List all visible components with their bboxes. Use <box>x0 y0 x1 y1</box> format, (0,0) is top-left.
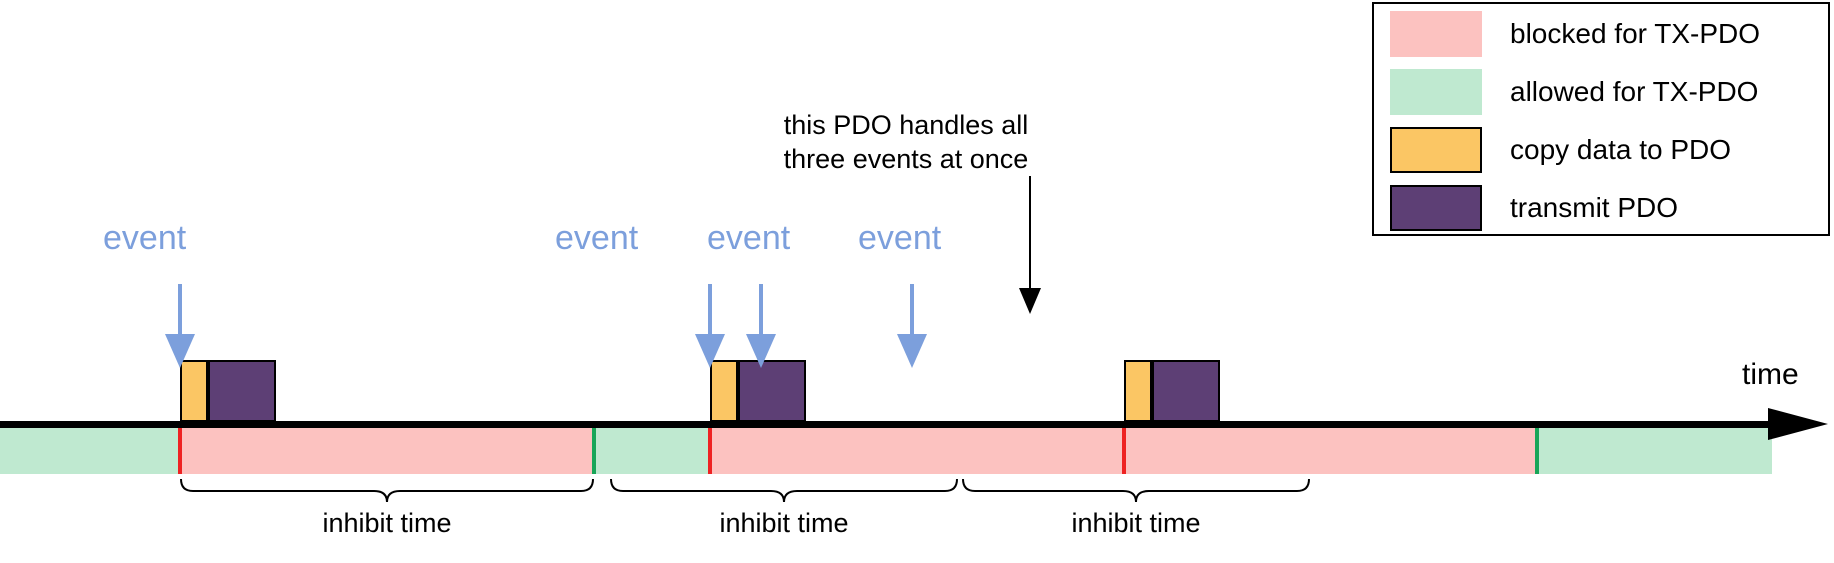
inhibit-time-brace-3 <box>962 478 1310 503</box>
copy-data-box <box>180 360 208 422</box>
legend-item-2: allowed for TX-PDO <box>1374 63 1828 121</box>
time-axis-label: time <box>1742 358 1799 391</box>
copy-data-box <box>1124 360 1152 422</box>
legend-swatch-transmit <box>1390 185 1482 231</box>
event-arrow-head-3 <box>746 334 776 368</box>
event-arrow-stem-3 <box>759 284 763 337</box>
copy-data-box <box>710 360 738 422</box>
legend-label-3: copy data to PDO <box>1510 134 1732 165</box>
event-arrow-head-4 <box>897 334 927 368</box>
legend-item-4: transmit PDO <box>1374 179 1828 237</box>
legend-label-1: blocked for TX-PDO <box>1510 18 1761 49</box>
legend-swatch-allowed <box>1390 69 1482 115</box>
inhibit-end-tick-3 <box>1535 428 1539 474</box>
annotation-arrow-stem <box>1029 176 1031 291</box>
legend-swatch-copy <box>1390 127 1482 173</box>
annotation-arrow-head <box>1019 288 1041 314</box>
transmit-pdo-box <box>208 360 276 422</box>
event-arrow-stem-2 <box>708 284 712 337</box>
inhibit-time-label-1: inhibit time <box>322 508 452 538</box>
inhibit-time-label-2: inhibit time <box>719 508 849 538</box>
legend-label-2: allowed for TX-PDO <box>1510 76 1759 107</box>
time-axis-line <box>0 421 1772 428</box>
inhibit-end-tick-1 <box>592 428 596 474</box>
legend-swatch-blocked <box>1390 11 1482 57</box>
event-arrow-head-2 <box>695 334 725 368</box>
event-label-1: event <box>103 219 187 257</box>
inhibit-start-tick-3 <box>1122 428 1126 474</box>
legend-label-4: transmit PDO <box>1510 192 1679 223</box>
legend-box: blocked for TX-PDO allowed for TX-PDO copy… <box>1372 2 1830 236</box>
band-segment-allowed <box>594 428 710 474</box>
legend-item-3: copy data to PDO <box>1374 121 1828 179</box>
event-arrow-head-1 <box>165 334 195 368</box>
event-arrow-stem-4 <box>910 284 914 337</box>
event-label-3: event <box>707 219 791 257</box>
band-segment-allowed <box>1537 428 1772 474</box>
transmit-pdo-box <box>1152 360 1220 422</box>
transmit-pdo-box <box>738 360 806 422</box>
event-label-2: event <box>555 219 639 257</box>
inhibit-start-tick-1 <box>178 428 182 474</box>
legend-item-1: blocked for TX-PDO <box>1374 5 1828 63</box>
inhibit-start-tick-2 <box>708 428 712 474</box>
time-axis-arrowhead <box>1768 408 1828 440</box>
inhibit-time-brace-1 <box>180 478 594 503</box>
inhibit-time-brace-2 <box>610 478 958 503</box>
inhibit-time-label-3: inhibit time <box>1071 508 1201 538</box>
event-label-4: event <box>858 219 942 257</box>
band-segment-allowed <box>0 428 180 474</box>
annotation-text: this PDO handles all three events at onc… <box>783 110 1029 174</box>
event-arrow-stem-1 <box>178 284 182 337</box>
band-segment-blocked <box>180 428 594 474</box>
